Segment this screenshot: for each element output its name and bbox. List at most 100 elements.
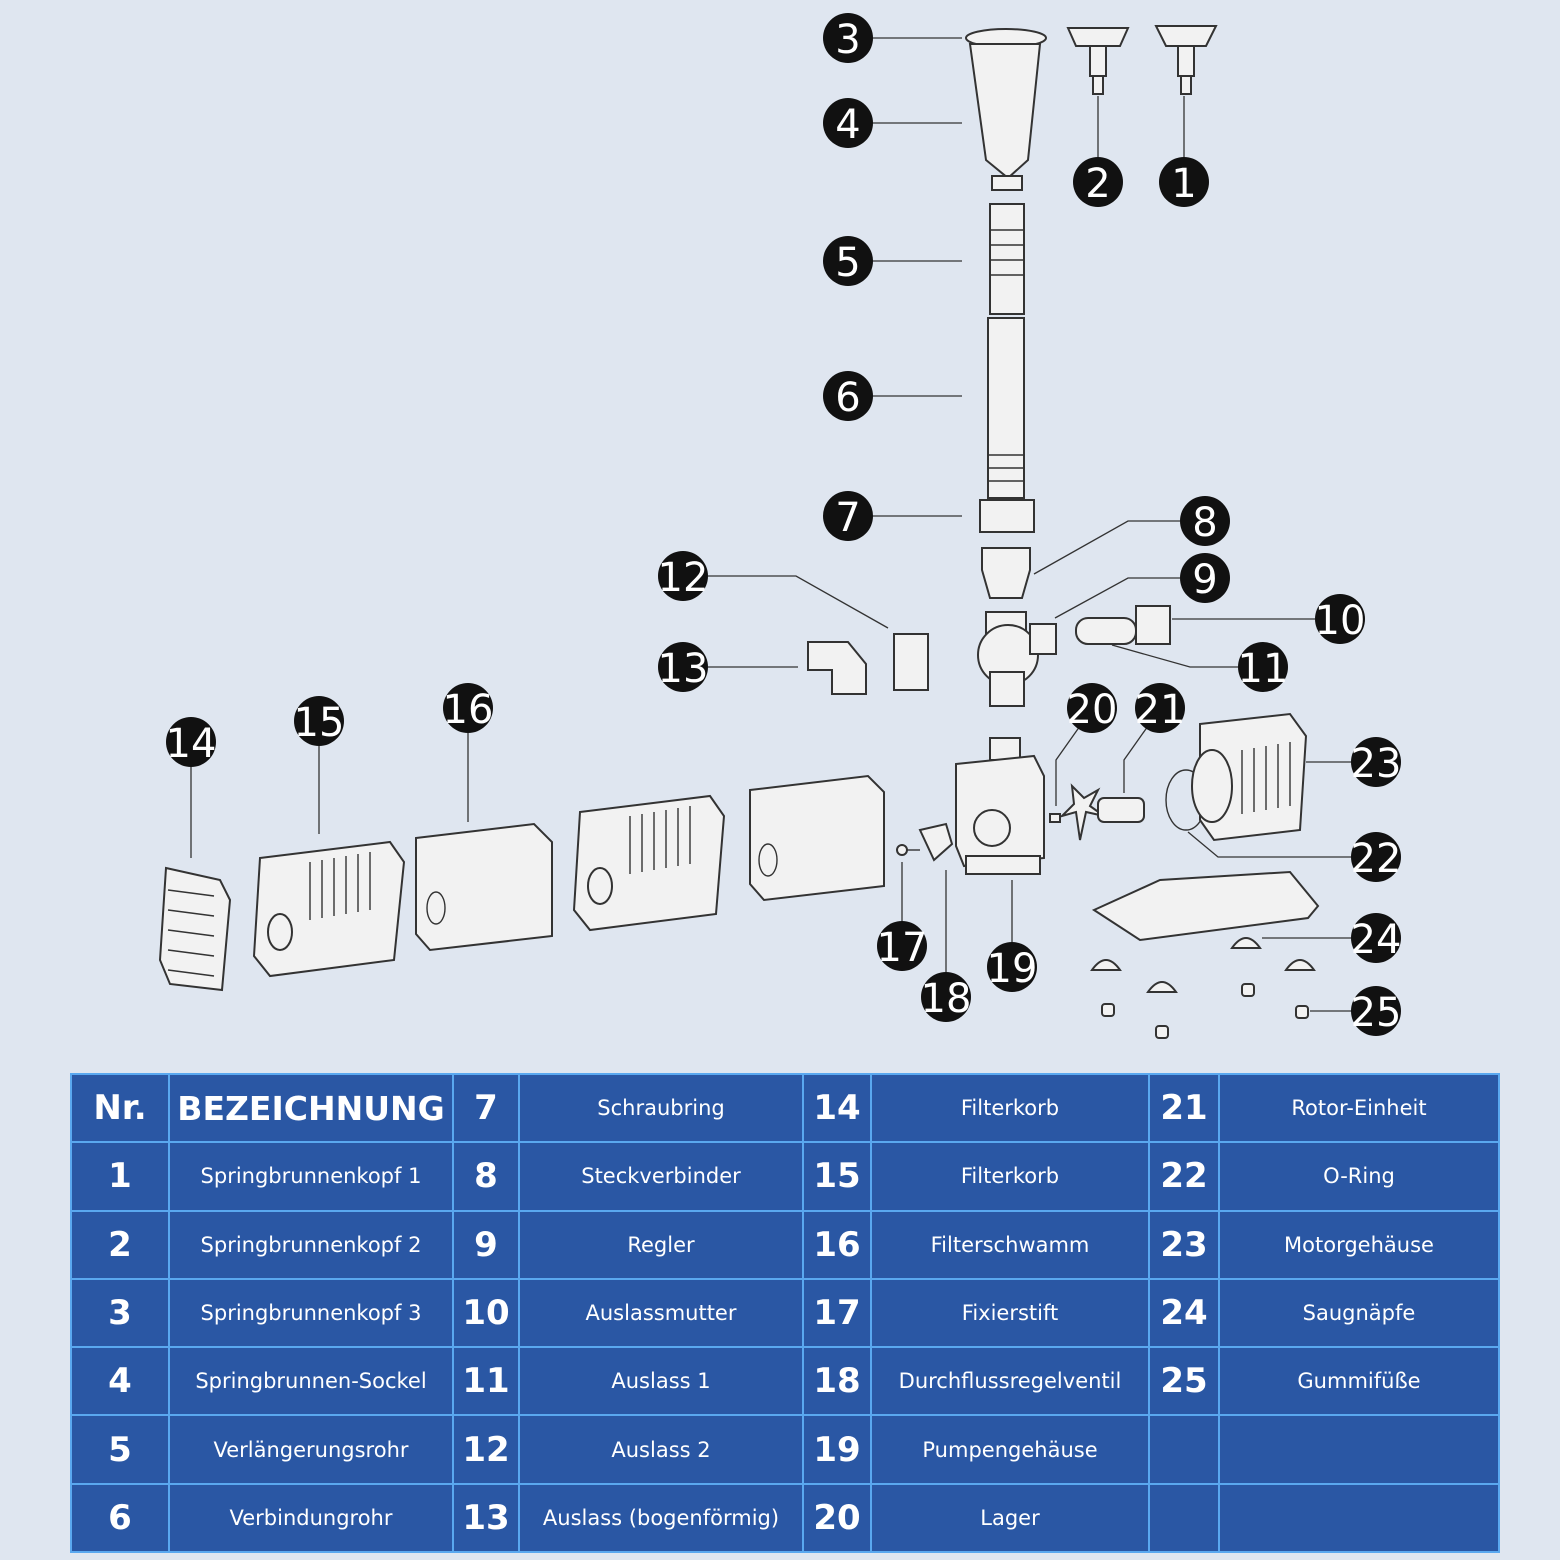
part-number: 25 [1148, 1346, 1220, 1417]
part-number: 13 [452, 1482, 520, 1554]
callout-14: 14 [166, 717, 216, 767]
table-row: Nr. BEZEICHNUNG 7 Schraubring 14 Filterk… [70, 1072, 1500, 1144]
svg-text:4: 4 [835, 102, 860, 148]
part-name: Steckverbinder [518, 1141, 804, 1212]
part-name: Auslass 1 [518, 1346, 804, 1417]
part-number: 15 [802, 1141, 872, 1212]
callout-2: 2 [1073, 157, 1123, 207]
svg-text:1: 1 [1171, 161, 1196, 207]
part-number: 14 [802, 1072, 872, 1144]
suction-base [1091, 870, 1320, 942]
part-number: 17 [802, 1277, 872, 1349]
svg-text:21: 21 [1135, 687, 1186, 733]
callout-5: 5 [823, 236, 873, 286]
part-number: 11 [452, 1346, 520, 1417]
part-number: 8 [452, 1141, 520, 1212]
part-name: Fixierstift [870, 1277, 1150, 1349]
callout-8: 8 [1180, 496, 1230, 546]
svg-text:20: 20 [1067, 687, 1118, 733]
part-number: 12 [452, 1414, 520, 1485]
fixing-pin [896, 844, 920, 856]
svg-text:15: 15 [294, 700, 345, 746]
svg-text:11: 11 [1238, 646, 1289, 692]
part-number: 6 [70, 1482, 170, 1554]
part-number: 3 [70, 1277, 170, 1349]
part-name: Springbrunnenkopf 3 [168, 1277, 454, 1349]
part-name: Verbindungrohr [168, 1482, 454, 1554]
table-row: 2 Springbrunnenkopf 2 9 Regler 16 Filter… [70, 1209, 1500, 1280]
part-number: 22 [1148, 1141, 1220, 1212]
svg-text:22: 22 [1351, 836, 1402, 882]
table-row: 1 Springbrunnenkopf 1 8 Steckverbinder 1… [70, 1141, 1500, 1212]
svg-text:8: 8 [1192, 500, 1217, 546]
part-name: Springbrunnen-Sockel [168, 1346, 454, 1417]
part-name: Filterschwamm [870, 1209, 1150, 1280]
part-name: Springbrunnenkopf 2 [168, 1209, 454, 1280]
part-name: Verlängerungsrohr [168, 1414, 454, 1485]
svg-text:13: 13 [658, 646, 709, 692]
header-bezeichnung: BEZEICHNUNG [168, 1072, 454, 1144]
filter-basket-assembled [572, 794, 726, 932]
callout-11: 11 [1238, 642, 1289, 692]
callout-19: 19 [987, 942, 1038, 992]
part-number: 7 [452, 1072, 520, 1144]
svg-text:16: 16 [443, 687, 494, 733]
extension-pipe [989, 203, 1025, 315]
outlet-elbow [807, 641, 867, 695]
part-number: 24 [1148, 1277, 1220, 1349]
callout-18: 18 [921, 972, 971, 1022]
callout-20: 20 [1067, 683, 1118, 733]
svg-text:17: 17 [877, 925, 928, 971]
part-number [1148, 1482, 1220, 1554]
motor-housing [1191, 712, 1308, 842]
callout-12: 12 [658, 551, 708, 601]
rotor-unit [1049, 783, 1145, 841]
part-number: 23 [1148, 1209, 1220, 1280]
svg-text:19: 19 [987, 946, 1038, 992]
svg-text:3: 3 [835, 17, 860, 63]
part-name: Auslass (bogenförmig) [518, 1482, 804, 1554]
outlet-nut [1075, 605, 1171, 645]
fountain-head-1 [1154, 25, 1218, 95]
filter-sponge-16 [415, 822, 553, 952]
callout-6: 6 [823, 371, 873, 421]
svg-text:7: 7 [835, 495, 860, 541]
header-nr: Nr. [70, 1072, 170, 1144]
part-name: Durchflussregelventil [870, 1346, 1150, 1417]
callout-16: 16 [443, 683, 494, 733]
part-name: O-Ring [1218, 1141, 1500, 1212]
svg-text:2: 2 [1085, 161, 1110, 207]
callout-15: 15 [294, 696, 345, 746]
svg-text:6: 6 [835, 375, 860, 421]
table-row: 6 Verbindungrohr 13 Auslass (bogenförmig… [70, 1482, 1500, 1554]
callout-9: 9 [1180, 553, 1230, 603]
connecting-pipe [987, 317, 1025, 499]
exploded-view-diagram: 1 2 3 4 5 6 7 8 9 10 11 12 13 14 15 16 1… [158, 13, 1402, 1039]
callout-17: 17 [877, 921, 928, 971]
part-number: 2 [70, 1209, 170, 1280]
flow-valve [918, 822, 954, 862]
part-number: 5 [70, 1414, 170, 1485]
part-name: Springbrunnenkopf 1 [168, 1141, 454, 1212]
callout-21: 21 [1135, 683, 1186, 733]
callout-23: 23 [1351, 737, 1402, 787]
part-name: Motorgehäuse [1218, 1209, 1500, 1280]
svg-text:23: 23 [1351, 741, 1402, 787]
part-number: 4 [70, 1346, 170, 1417]
callout-3: 3 [823, 13, 873, 63]
svg-text:9: 9 [1192, 557, 1217, 603]
part-number [1148, 1414, 1220, 1485]
part-name: Lager [870, 1482, 1150, 1554]
leader-lines [190, 37, 1352, 1012]
part-number: 9 [452, 1209, 520, 1280]
outlet-2 [893, 633, 929, 691]
svg-text:24: 24 [1351, 917, 1402, 963]
callout-4: 4 [823, 98, 873, 148]
part-number: 19 [802, 1414, 872, 1485]
svg-text:10: 10 [1315, 598, 1366, 644]
callout-25: 25 [1351, 986, 1401, 1036]
callout-7: 7 [823, 491, 873, 541]
table-row: 5 Verlängerungsrohr 12 Auslass 2 19 Pump… [70, 1414, 1500, 1485]
part-name: Auslassmutter [518, 1277, 804, 1349]
part-name: Pumpengehäuse [870, 1414, 1150, 1485]
